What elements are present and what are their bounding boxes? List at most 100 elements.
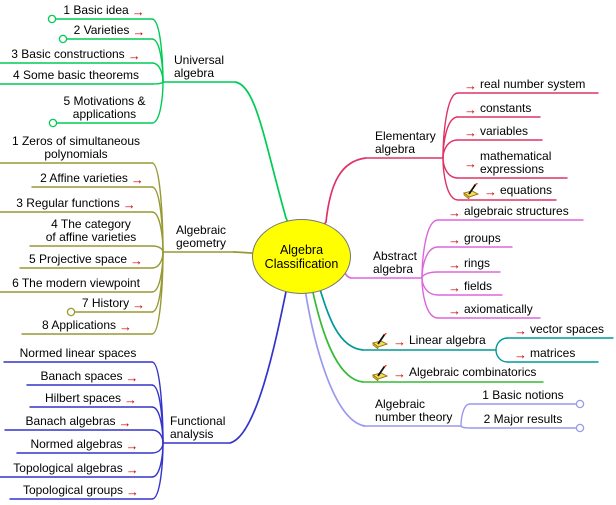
node-banach-algebras[interactable]: Banach algebras→	[5, 415, 152, 429]
node-vector-spaces[interactable]: →vector spaces	[514, 323, 604, 337]
node-banach-spaces[interactable]: Banach spaces→	[27, 370, 152, 384]
node-label: Banach spaces	[40, 369, 123, 384]
node-label: 4 Some basic theorems	[12, 68, 140, 83]
node-label: groups	[464, 231, 501, 246]
wizard-pencil-icon	[371, 365, 389, 381]
node-regular-functions[interactable]: 3 Regular functions→	[0, 197, 152, 211]
arrow-right-icon: →	[126, 483, 140, 499]
arrow-right-icon: →	[448, 256, 461, 272]
node-label: constants	[480, 101, 532, 116]
arrow-right-icon: →	[393, 333, 406, 349]
node-rings[interactable]: →rings	[448, 257, 490, 271]
node-linear-algebra[interactable]: →Linear algebra	[371, 333, 486, 349]
node-mathematical-expressions[interactable]: →mathematical expressions	[464, 148, 552, 177]
node-label: 4 The category of affine varieties	[45, 216, 137, 245]
node-functional-analysis[interactable]: Functional analysis	[170, 413, 226, 442]
node-affine-varieties[interactable]: 2 Affine varieties→	[32, 172, 152, 186]
node-label: Banach algebras	[25, 414, 116, 429]
node-algebraic-geometry[interactable]: Algebraic geometry	[176, 222, 227, 251]
arrow-right-icon: →	[514, 322, 527, 338]
node-label: rings	[464, 256, 491, 271]
node-elementary-algebra[interactable]: Elementary algebra	[375, 128, 436, 157]
node-label: 3 Basic constructions	[11, 47, 125, 62]
node-label: real number system	[480, 77, 586, 92]
arrow-right-icon: →	[131, 3, 145, 19]
node-algebraic-number-theory[interactable]: Algebraic number theory	[375, 396, 453, 425]
node-basic-constructions[interactable]: 3 Basic constructions→	[0, 48, 152, 62]
node-category-affine-varieties[interactable]: 4 The category of affine varieties	[30, 216, 152, 245]
arrow-right-icon: →	[119, 318, 133, 334]
node-groups[interactable]: →groups	[448, 232, 501, 246]
node-normed-linear-spaces[interactable]: Normed linear spaces	[4, 347, 152, 361]
node-universal-algebra[interactable]: Universal algebra	[174, 52, 225, 81]
node-label: 2 Major results	[483, 412, 563, 427]
node-label: variables	[480, 124, 529, 139]
node-equations[interactable]: →equations	[462, 183, 552, 199]
node-variables[interactable]: →variables	[464, 125, 528, 139]
node-basic-idea[interactable]: 1 Basic idea→	[56, 4, 152, 18]
node-label: 8 Applications	[41, 318, 117, 333]
node-label: mathematical expressions	[480, 148, 552, 177]
arrow-right-icon: →	[448, 231, 461, 247]
node-label: Hilbert spaces	[44, 391, 122, 406]
node-projective-space[interactable]: 5 Projective space→	[20, 253, 152, 267]
node-label: Topological groups	[22, 483, 124, 498]
wizard-pencil-icon	[462, 183, 480, 199]
node-applications[interactable]: 8 Applications→	[22, 319, 152, 333]
arrow-right-icon: →	[132, 296, 146, 312]
arrow-right-icon: →	[130, 252, 144, 268]
arrow-right-icon: →	[514, 346, 527, 362]
arrow-right-icon: →	[393, 365, 406, 381]
node-label: 2 Varieties	[73, 23, 130, 38]
node-topological-groups[interactable]: Topological groups→	[10, 484, 152, 498]
arrow-right-icon: →	[448, 279, 461, 295]
node-label: 6 The modern viewpoint	[12, 276, 140, 291]
node-algebraic-structures[interactable]: →algebraic structures	[448, 205, 569, 219]
node-hilbert-spaces[interactable]: Hilbert spaces→	[30, 392, 152, 406]
node-fields[interactable]: →fields	[448, 280, 492, 294]
node-topological-algebras[interactable]: Topological algebras→	[0, 462, 152, 476]
node-motivations-applications[interactable]: 5 Motivations & applications	[57, 93, 152, 122]
node-label: 5 Projective space	[28, 252, 128, 267]
arrow-right-icon: →	[127, 47, 141, 63]
node-algebraic-combinatorics[interactable]: →Algebraic combinatorics	[371, 365, 536, 381]
node-algebra-classification[interactable]: Algebra Classification	[252, 219, 351, 294]
node-label: 1 Basic idea	[63, 3, 129, 18]
node-major-results[interactable]: 2 Major results	[470, 413, 576, 427]
node-modern-viewpoint[interactable]: 6 The modern viewpoint	[0, 277, 152, 291]
node-zeros-simultaneous-polynomials[interactable]: 1 Zeros of simultaneous polynomials	[0, 133, 152, 162]
node-matrices[interactable]: →matrices	[514, 347, 575, 361]
node-label: 1 Zeros of simultaneous polynomials	[11, 133, 141, 162]
node-varieties[interactable]: 2 Varieties→	[67, 24, 152, 38]
node-label: Linear algebra	[409, 333, 486, 348]
node-basic-notions[interactable]: 1 Basic notions	[470, 389, 576, 403]
arrow-right-icon: →	[122, 196, 136, 212]
arrow-right-icon: →	[448, 204, 461, 220]
node-real-number-system[interactable]: →real number system	[464, 78, 585, 92]
node-label: algebraic structures	[464, 204, 569, 219]
node-label: vector spaces	[530, 322, 605, 337]
node-some-basic-theorems[interactable]: 4 Some basic theorems	[0, 69, 152, 83]
node-label: 3 Regular functions	[16, 196, 120, 211]
node-label: 1 Basic notions	[482, 388, 564, 403]
wizard-pencil-icon	[371, 333, 389, 349]
node-abstract-algebra[interactable]: Abstract algebra	[373, 248, 418, 277]
node-history[interactable]: 7 History→	[75, 297, 152, 311]
node-label: Topological algebras	[13, 461, 123, 476]
arrow-right-icon: →	[125, 461, 139, 477]
arrow-right-icon: →	[124, 391, 138, 407]
arrow-right-icon: →	[448, 302, 461, 318]
arrow-right-icon: →	[464, 101, 477, 117]
node-label: 5 Motivations & applications	[63, 93, 146, 122]
arrow-right-icon: →	[125, 369, 139, 385]
arrow-right-icon: →	[464, 155, 477, 171]
node-label: equations	[500, 183, 553, 198]
node-label: axiomatically	[464, 302, 533, 317]
node-label: matrices	[530, 346, 576, 361]
node-constants[interactable]: →constants	[464, 102, 531, 116]
node-normed-algebras[interactable]: Normed algebras→	[17, 438, 152, 452]
arrow-right-icon: →	[464, 124, 477, 140]
node-label: Normed linear spaces	[19, 346, 137, 361]
node-axiomatically[interactable]: →axiomatically	[448, 303, 533, 317]
